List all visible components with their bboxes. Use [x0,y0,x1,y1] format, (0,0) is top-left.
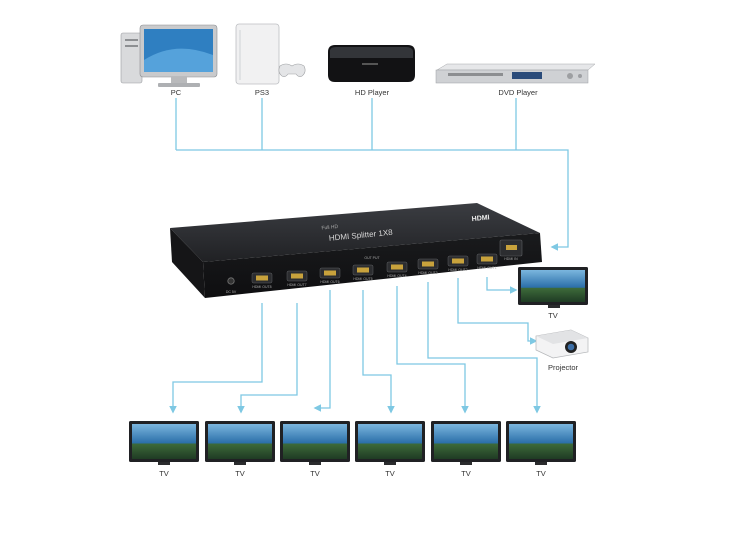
line-out-tv-5 [396,286,469,414]
line-out-tv-2 [237,303,298,414]
source-label-pc: PC [171,88,182,97]
projector-label: Projector [548,363,579,372]
hdmi-output-port-label: HDMI OUT5 [353,277,372,281]
line-out-tv-6 [427,282,541,414]
hdmi-output-port: HDMI OUT8 [251,272,273,289]
hdmi-output-port: HDMI OUT1 [476,253,498,270]
tv-label: TV [536,469,546,478]
hdmi-output-port: HDMI OUT2 [447,255,469,272]
splitter-brand-text: HDMI [471,214,490,223]
tv-label: TV [310,469,320,478]
tv-icon: TV [280,421,350,478]
line-out-tv-1 [169,303,263,414]
tv-icon: TV [355,421,425,478]
splitter-sub-text: Full HD [321,224,339,232]
source-label-ps3: PS3 [255,88,269,97]
right-tv-label: TV [548,311,558,320]
hdmi-output-port-label: HDMI OUT7 [287,283,306,287]
tv-icon: TV [431,421,501,478]
hdmi-splitter-box: HDMI Splitter 1X8 Full HD HDMI DC 5V OUT… [170,203,542,298]
line-out-projector [457,278,538,345]
line-out-tv-4 [362,290,395,414]
hdmi-output-port-label: HDMI OUT2 [448,268,467,272]
hdmi-output-port-label: HDMI OUT8 [252,285,271,289]
line-input-bus [176,149,569,251]
dc-jack [227,277,235,285]
source-label-hd-player: HD Player [355,88,390,97]
tv-icon: TV [129,421,199,478]
tv-label: TV [235,469,245,478]
connection-lines [169,98,569,414]
tv-icon: TV [205,421,275,478]
output-group-label: OUT PUT [364,256,380,260]
hdmi-output-port: HDMI OUT4 [386,261,408,278]
hdmi-output-port: HDMI OUT6 [319,267,341,284]
hdmi-output-port-label: HDMI OUT6 [320,280,339,284]
hd-player-icon [328,45,415,82]
dc-label: DC 5V [226,290,237,294]
hdmi-output-port-label: HDMI OUT1 [477,266,496,270]
tv-label: TV [385,469,395,478]
bottom-tv-row: TV TV TV TV TV TV [129,421,576,478]
tv-icon: TV [506,421,576,478]
right-tv-icon [518,267,588,308]
tv-label: TV [159,469,169,478]
pc-icon [120,24,218,87]
hdmi-in-label: HDMI IN [504,257,518,261]
ps3-console-icon [235,23,306,85]
hdmi-output-port: HDMI OUT5 [352,264,374,281]
tv-label: TV [461,469,471,478]
hdmi-output-ports: HDMI OUT8 HDMI OUT7 HDMI OUT6 HDMI OUT5 HDMI… [251,253,498,289]
hdmi-output-port: HDMI OUT7 [286,270,308,287]
hdmi-output-port: HDMI OUT3 [417,258,439,275]
hdmi-output-port-label: HDMI OUT3 [418,271,437,275]
dvd-player-icon [435,63,596,84]
projector-icon [535,329,589,359]
hdmi-output-port-label: HDMI OUT4 [387,274,406,278]
line-out-tv-3 [313,290,331,412]
line-out-right-tv [486,277,518,294]
source-label-dvd-player: DVD Player [498,88,538,97]
